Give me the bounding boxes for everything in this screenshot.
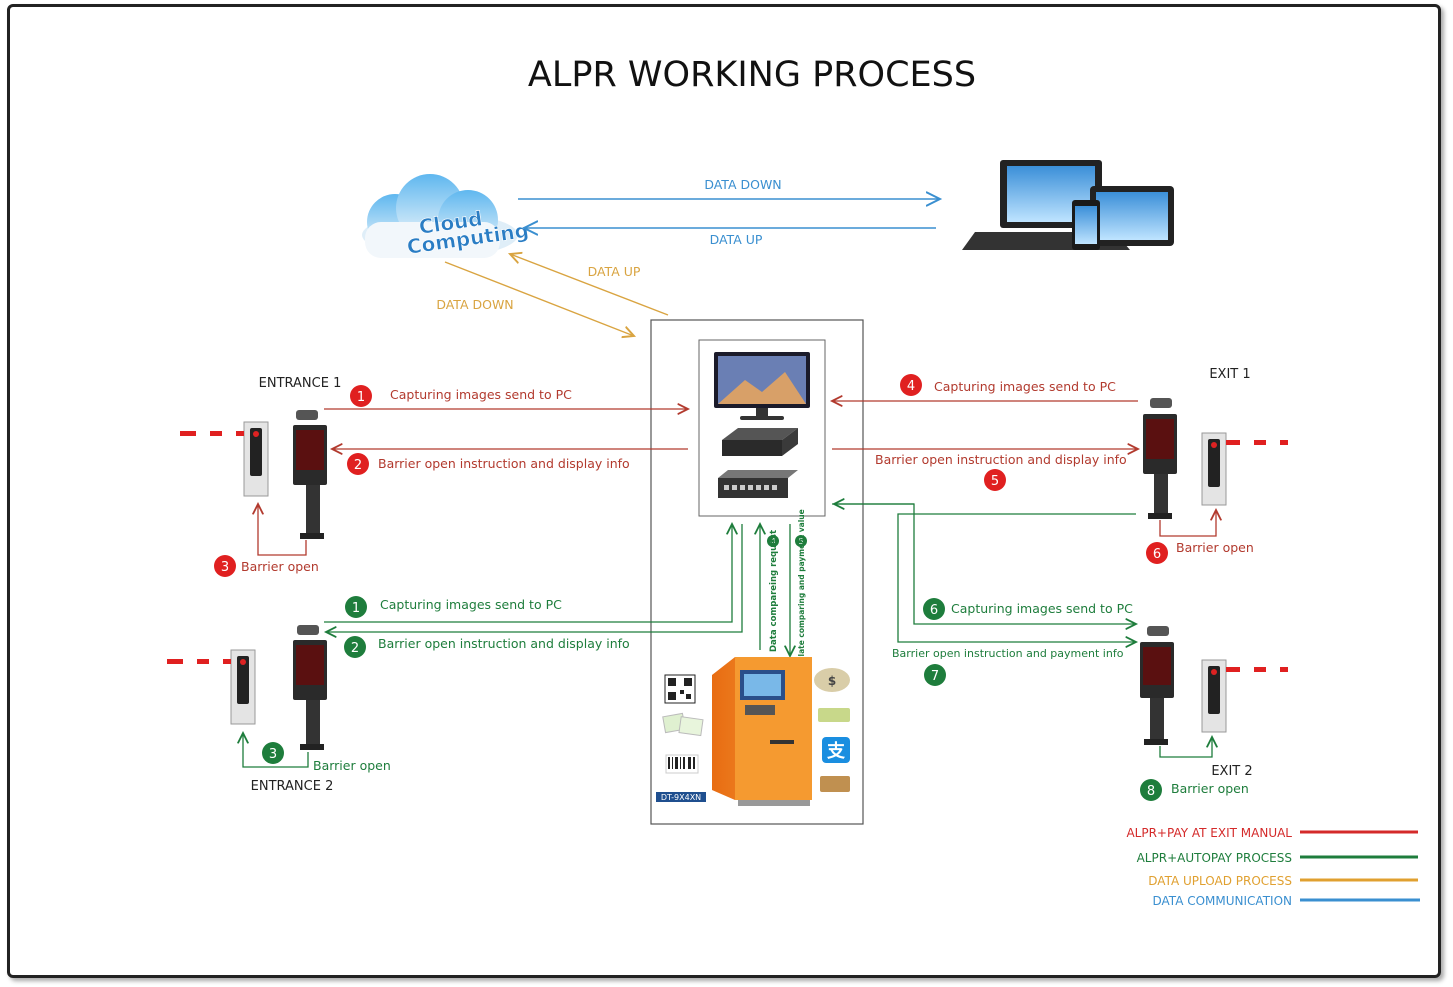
exit1-step5-text: Barrier open instruction and display inf…: [875, 452, 1127, 467]
exit2-step6-num: 6: [930, 603, 938, 618]
kiosk-step5-badge: [795, 535, 807, 547]
exit1-barrier-gate: [1201, 432, 1288, 506]
entrance2-step3-num: 3: [269, 747, 277, 762]
entrance2-barrier-instruction-arrow: [326, 524, 743, 632]
entrance2-barrier-gate: [167, 649, 256, 725]
data-up-label: DATA UP: [710, 232, 763, 247]
exit1-step5-badge: [984, 469, 1006, 491]
entrance1-step1-badge: [350, 385, 372, 407]
entrance1-step1-text: Capturing images send to PC: [390, 387, 572, 402]
entrance1-barrier-open-arrow: [258, 504, 307, 556]
entrance2-step2-badge: [344, 636, 366, 658]
industrial-pc-icon: [722, 428, 798, 456]
upload-down-label: DATA DOWN: [436, 297, 513, 312]
license-plate-icon: [656, 792, 706, 802]
entrance1-step2-text: Barrier open instruction and display inf…: [378, 456, 630, 471]
kiosk-step5-text: Plate comparing and payment value: [797, 509, 806, 662]
legend-label-autopay: ALPR+AUTOPAY PROCESS: [1137, 851, 1292, 865]
legend: ALPR+PAY AT EXIT MANUAL ALPR+AUTOPAY PRO…: [1126, 826, 1420, 908]
entrance1-step2-badge: [347, 453, 369, 475]
kiosk-step4-badge: [767, 535, 779, 547]
data-down-label: DATA DOWN: [704, 177, 781, 192]
exit1-step6-num: 6: [1153, 547, 1161, 562]
kiosk-step4-num: 4: [770, 537, 775, 546]
entrance2-barrier-open-arrow: [243, 733, 309, 768]
kiosk-step4-text: Data compareing request: [769, 530, 779, 652]
exit2-step7-badge: [924, 664, 946, 686]
devices-icon: [962, 160, 1174, 250]
exit2-step6-text: Capturing images send to PC: [951, 601, 1133, 616]
exit2-label: EXIT 2: [1211, 764, 1252, 779]
exit2-barrier-instruction-link: [897, 513, 1136, 642]
cash-notes-icon: [818, 708, 850, 722]
kiosk-step5-num: 5: [798, 537, 803, 546]
alipay-icon: [822, 737, 850, 763]
upload-down-arrow: [444, 261, 634, 336]
exit1-step4-badge: [900, 374, 922, 396]
legend-label-manual: ALPR+PAY AT EXIT MANUAL: [1126, 826, 1292, 840]
qr-code-icon: [664, 674, 696, 704]
entrance2-step1-badge: [345, 596, 367, 618]
exit1-barrier-open-arrow: [1159, 510, 1216, 537]
money-bag-icon: $: [814, 668, 850, 692]
upload-up-label: DATA UP: [588, 264, 641, 279]
exit2-barrier-gate: [1201, 659, 1288, 733]
legend-label-communication: DATA COMMUNICATION: [1152, 894, 1292, 908]
entrance2-step2-text: Barrier open instruction and display inf…: [378, 636, 630, 651]
exit1-step6-text: Barrier open: [1176, 540, 1254, 555]
entrance2-step3-badge: [262, 742, 284, 764]
entrance1-step3-badge: [214, 555, 236, 577]
exit1-label: EXIT 1: [1209, 367, 1250, 382]
exit1-step4-text: Capturing images send to PC: [934, 379, 1116, 394]
entrance1-lpr-camera-kiosk: [293, 410, 327, 539]
entrance1-label: ENTRANCE 1: [259, 376, 342, 391]
exit2-step6-badge: [923, 598, 945, 620]
page-title: ALPR WORKING PROCESS: [528, 55, 976, 95]
exit1-step5-num: 5: [991, 474, 999, 489]
network-switch-icon: [718, 470, 798, 498]
entrance1-step1-num: 1: [357, 390, 365, 405]
alipay-glyph: 支: [826, 740, 846, 762]
exit2-step7-text: Barrier open instruction and payment inf…: [892, 647, 1124, 660]
entrance1-barrier-gate: [180, 421, 269, 497]
central-system-box: [650, 319, 864, 825]
exit2-step8-num: 8: [1147, 784, 1155, 799]
exit1-step6-badge: [1146, 542, 1168, 564]
exit1-step4-num: 4: [907, 379, 915, 394]
exit2-lpr-camera-kiosk: [1140, 626, 1174, 745]
license-plate-text: DT-9X4XN: [661, 793, 701, 802]
entrance2-lpr-camera-kiosk: [293, 625, 327, 750]
upload-up-arrow: [510, 254, 669, 316]
entrance2-step1-text: Capturing images send to PC: [380, 597, 562, 612]
diagram-frame: [7, 4, 1441, 978]
coins-icon: [820, 776, 850, 792]
svg-text:$: $: [828, 674, 836, 688]
barcode-icon: [665, 754, 699, 774]
payment-kiosk-icon: [712, 657, 812, 806]
legend-label-upload: DATA UPLOAD PROCESS: [1148, 874, 1292, 888]
monitor-icon: [714, 352, 810, 420]
entrance2-step3-text: Barrier open: [313, 758, 391, 773]
entrance1-step2-num: 2: [354, 458, 362, 473]
exit2-step8-text: Barrier open: [1171, 781, 1249, 796]
entrance2-step2-num: 2: [351, 641, 359, 656]
exit2-barrier-open-arrow: [1159, 737, 1212, 758]
entrance2-step1-num: 1: [352, 601, 360, 616]
entrance1-step3-num: 3: [221, 560, 229, 575]
entrance1-step3-text: Barrier open: [241, 559, 319, 574]
entrance2-capture-arrow: [324, 524, 732, 623]
paper-tickets-icon: [662, 712, 704, 737]
exit2-step7-num: 7: [931, 669, 939, 684]
exit2-step8-badge: [1140, 779, 1162, 801]
cloud-computing-icon: Cloud Computing: [362, 174, 531, 259]
exit1-lpr-camera-kiosk: [1143, 398, 1177, 519]
entrance2-label: ENTRANCE 2: [251, 779, 334, 794]
